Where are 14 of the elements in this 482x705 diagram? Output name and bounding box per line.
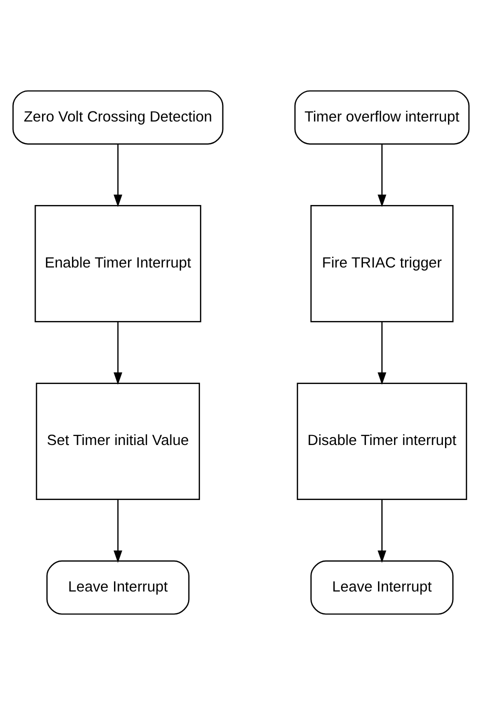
arrow <box>114 322 122 385</box>
arrow <box>378 144 386 207</box>
node-box: Leave Interrupt <box>310 560 454 615</box>
node-box: Enable Timer Interrupt <box>34 205 202 322</box>
arrow <box>378 322 386 385</box>
arrow <box>378 499 386 563</box>
node-box: Zero Volt Crossing Detection <box>12 90 224 145</box>
arrow <box>114 144 122 207</box>
node-box: Set Timer initial Value <box>36 382 200 500</box>
node-box: Fire TRIAC trigger <box>310 205 454 322</box>
node-box: Disable Timer interrupt <box>296 382 468 500</box>
arrow <box>114 499 122 563</box>
node-box: Leave Interrupt <box>46 560 190 615</box>
node-box: Timer overflow interrupt <box>294 90 470 145</box>
